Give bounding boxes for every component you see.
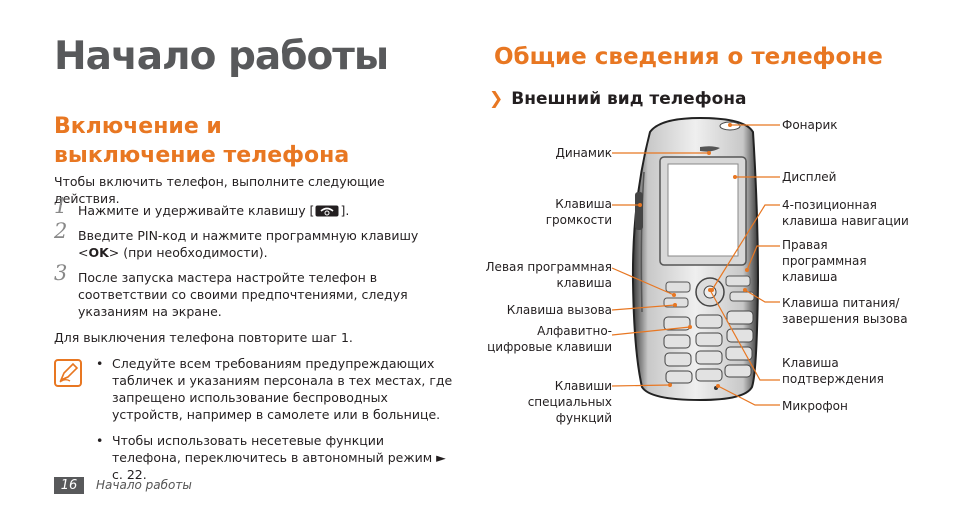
note-bullet: • Следуйте всем требованиям предупреждаю… [96, 355, 456, 423]
step-text: Нажмите и удерживайте клавишу [ [78, 203, 315, 218]
call-key [663, 297, 689, 308]
left-soft-key [665, 281, 691, 293]
step-number: 2 [54, 219, 68, 243]
page-title: Начало работы [54, 34, 389, 79]
step-text-end: ]. [340, 203, 350, 218]
power-key-icon [315, 204, 339, 217]
volume-key [635, 192, 643, 230]
end-key [729, 291, 755, 302]
step-text-end: > (при необходимости). [108, 245, 268, 260]
step-2: 2 Введите PIN-код и нажмите программную … [54, 221, 454, 261]
note-text: Следуйте всем требованиям предупреждающи… [112, 356, 453, 422]
callout-alphanumeric-keys: Алфавитно-цифровые клавиши [487, 324, 612, 354]
display-screen [667, 163, 739, 257]
intro-text: Чтобы включить телефон, выполните следую… [54, 174, 385, 206]
step-1: 1 Нажмите и удерживайте клавишу [ ]. [54, 196, 454, 219]
right-soft-key [725, 275, 751, 287]
subsection-title-text: Внешний вид телефона [511, 89, 747, 109]
callout-nav-key: 4-позиционная клавиша навигации [782, 198, 909, 228]
callout-confirm-key: Клавиша подтверждения [782, 356, 884, 386]
step-text: После запуска мастера настройте телефон … [78, 270, 408, 319]
callout-display: Дисплей [782, 170, 837, 184]
step-number: 3 [54, 261, 68, 285]
section-title-power: Включение и выключение телефона [54, 114, 350, 168]
step-text: Введите PIN-код и нажмите программную кл… [78, 228, 419, 260]
bullet-dot: • [96, 433, 104, 448]
step-3: 3 После запуска мастера настройте телефо… [54, 263, 454, 320]
ok-key-label: OK [88, 245, 109, 260]
callout-power-end-key: Клавиша питания/ завершения вызова [782, 296, 908, 326]
callout-left-soft-key: Левая программная клавиша [485, 260, 612, 290]
page-number: 16 [54, 477, 84, 494]
callout-call-key: Клавиша вызова [506, 303, 612, 317]
chevron-right-icon: ❯ [489, 89, 504, 109]
subsection-title: ❯ Внешний вид телефона [489, 89, 746, 109]
note-bullet: • Чтобы использовать несетевые функции т… [96, 432, 456, 483]
callout-special-function-keys: Клавиши специальных функций [527, 379, 612, 425]
callout-right-soft-key: Правая программная клавиша [782, 238, 867, 284]
note-icon [54, 359, 82, 387]
callout-microphone: Микрофон [782, 399, 848, 413]
footer-chapter-label: Начало работы [96, 478, 192, 492]
callout-volume-key: Клавиша громкости [545, 197, 612, 227]
bullet-dot: • [96, 356, 104, 371]
note-text: Чтобы использовать несетевые функции тел… [112, 433, 446, 482]
step-number: 1 [54, 194, 68, 218]
power-off-text: Для выключения телефона повторите шаг 1. [54, 330, 353, 345]
alphanumeric-keypad [663, 310, 754, 384]
callout-speaker: Динамик [555, 146, 612, 160]
callout-flashlight: Фонарик [782, 118, 838, 132]
section-title-overview: Общие сведения о телефоне [494, 44, 883, 70]
speaker-grille [700, 146, 720, 152]
